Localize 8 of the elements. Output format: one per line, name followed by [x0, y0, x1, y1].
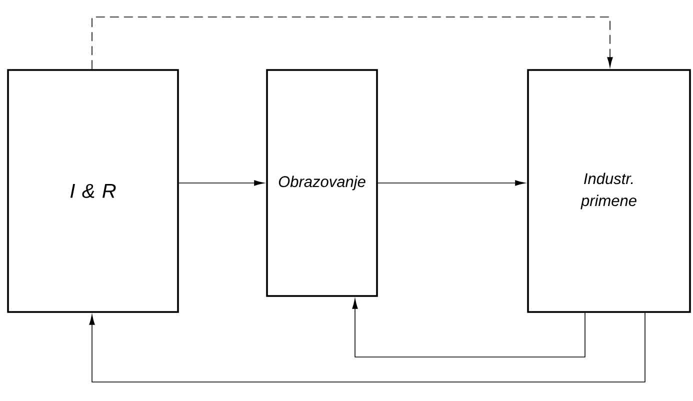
arrow: [178, 180, 264, 186]
process-box: I & R: [7, 69, 179, 313]
process-box: Obrazovanje: [266, 69, 378, 297]
arrow: [352, 298, 586, 358]
arrow: [89, 312, 646, 382]
arrow: [378, 180, 526, 186]
process-box: Industr. primene: [527, 69, 691, 313]
arrow: [92, 16, 613, 70]
